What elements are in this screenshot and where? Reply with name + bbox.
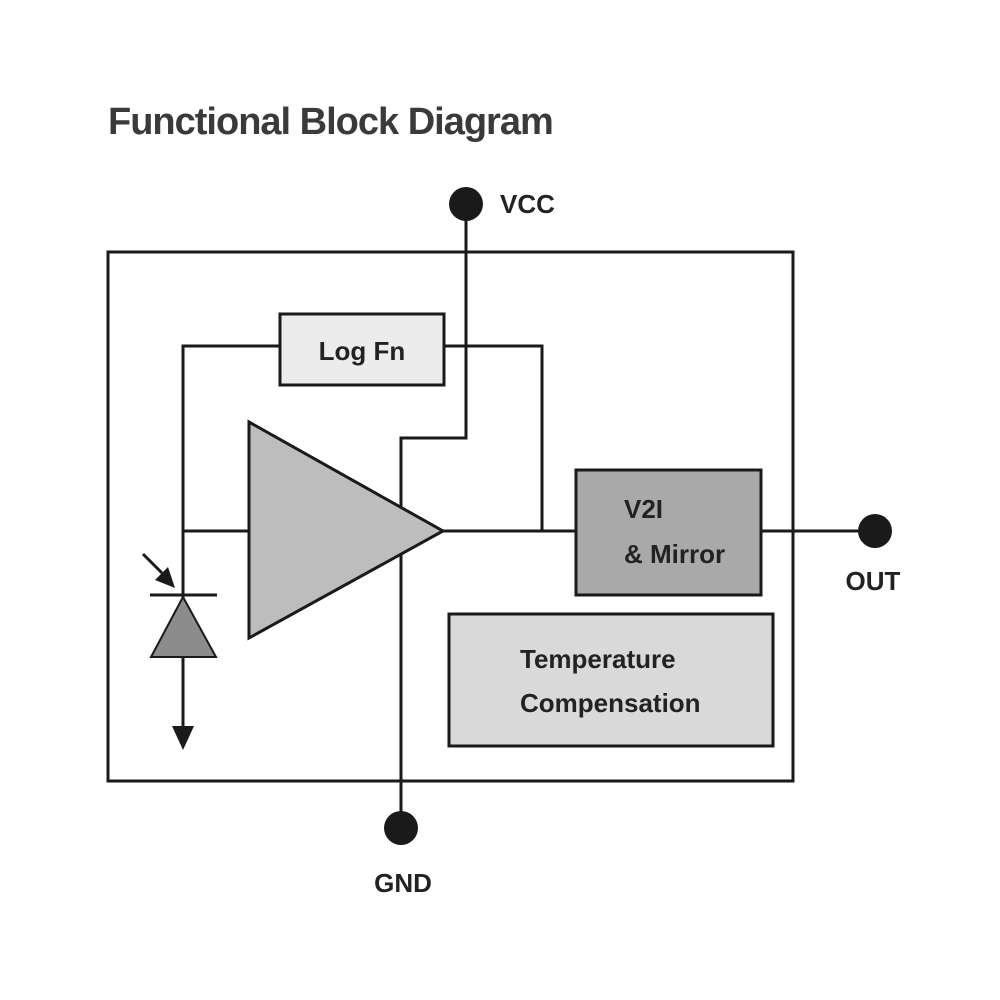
light-arrow-icon xyxy=(141,552,175,588)
temperature-compensation-block xyxy=(447,612,775,748)
v2i-label: V2I xyxy=(624,494,663,524)
log-fn-output-wire xyxy=(444,344,544,531)
diagram-title: Functional Block Diagram xyxy=(108,101,553,143)
v2i-mirror-block xyxy=(574,468,763,597)
log-fn-block xyxy=(278,312,446,387)
vcc-wire xyxy=(399,204,468,530)
gnd-pin-label: GND xyxy=(374,868,432,898)
vcc-pin-label: VCC xyxy=(500,189,555,219)
photodiode-icon xyxy=(149,593,218,750)
vcc-pin-dot xyxy=(449,187,483,221)
mirror-label: & Mirror xyxy=(624,539,725,569)
log-fn-input-wire xyxy=(181,344,280,600)
log-fn-label: Log Fn xyxy=(319,336,406,366)
temperature-label: Temperature xyxy=(520,644,676,674)
out-pin-dot xyxy=(858,514,892,548)
gnd-pin-dot xyxy=(384,811,418,845)
chip-boundary xyxy=(106,250,795,783)
compensation-label: Compensation xyxy=(520,688,701,718)
out-pin-label: OUT xyxy=(846,566,901,596)
amplifier-triangle xyxy=(247,419,447,641)
